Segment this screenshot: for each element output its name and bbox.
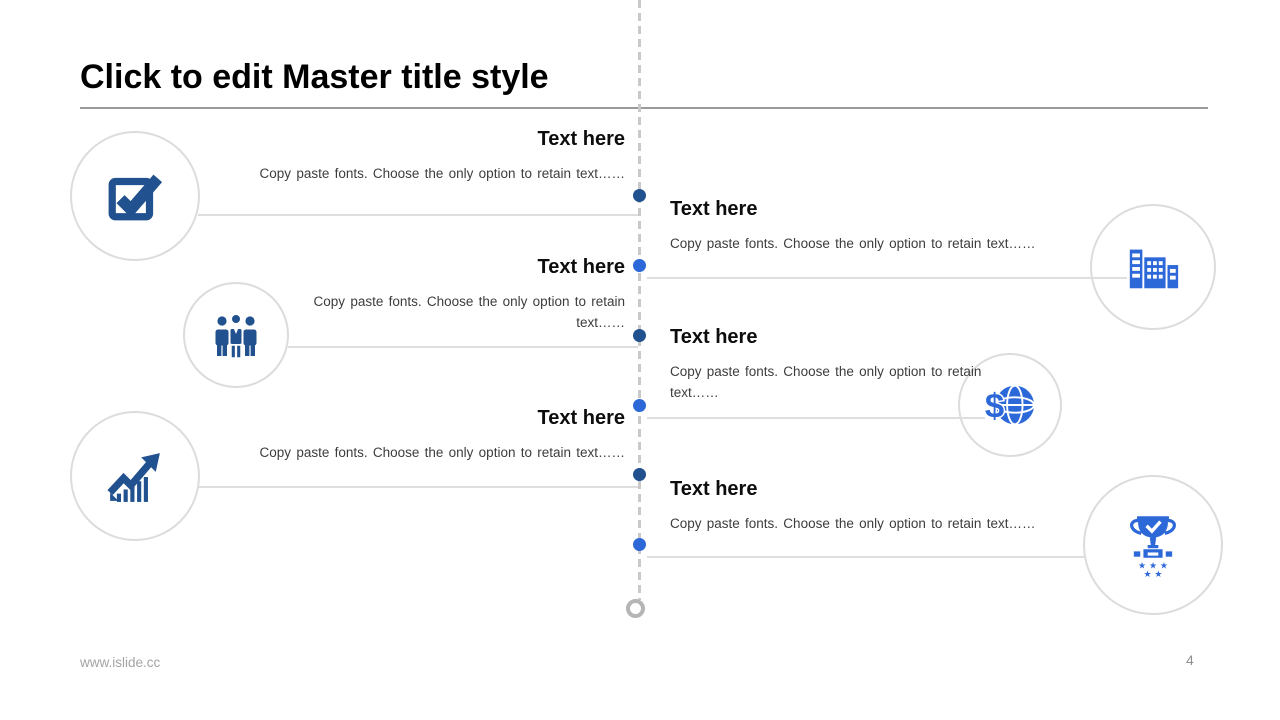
timeline-dot-3 [633,329,646,342]
timeline-dot-6 [633,538,646,551]
item-body: Copy paste fonts. Choose the only option… [259,445,625,460]
slide-title: Click to edit Master title style [80,58,549,96]
timeline-dot-4 [633,399,646,412]
timeline-item-4: Text here Copy paste fonts. Choose the o… [670,325,982,403]
title-underline [80,107,1208,109]
page-number: 4 [1186,652,1194,668]
item-heading: Text here [537,407,625,429]
item-heading: Text here [537,128,625,150]
growth-chart-icon [107,453,160,502]
item-heading: Text here [670,198,758,220]
check-square-icon [108,174,163,221]
icon-circle [70,411,200,541]
footer-website-link[interactable]: www.islide.cc [80,655,161,670]
timeline-dot-1 [633,189,646,202]
trophy-icon: ★ ★ ★ ★ ★ [1130,516,1176,578]
timeline-item-3: Text here Copy paste fonts. Choose the o… [313,255,625,333]
item-heading: Text here [670,478,758,500]
connector-line [198,486,638,488]
item-body: Copy paste fonts. Choose the only option… [259,166,625,181]
building-icon [1129,249,1179,289]
team-icon [215,313,257,359]
item-body: Copy paste fonts. Choose the only option… [670,516,1036,531]
timeline-item-1: Text here Copy paste fonts. Choose the o… [195,127,625,184]
item-heading: Text here [670,326,758,348]
timeline-dot-5 [633,468,646,481]
icon-circle: $ [958,353,1062,457]
timeline-dashed-line [638,0,641,600]
connector-line [288,346,638,348]
svg-text:$: $ [985,388,1004,426]
icon-circle: ★ ★ ★ ★ ★ [1083,475,1223,615]
svg-text:★ ★: ★ ★ [1143,570,1162,578]
connector-line [647,417,985,419]
timeline-dot-2 [633,259,646,272]
timeline-item-6: Text here Copy paste fonts. Choose the o… [670,477,1100,534]
item-body: Copy paste fonts. Choose the only option… [313,294,625,330]
connector-line [647,556,1085,558]
timeline-end-ring [626,599,645,618]
timeline-item-2: Text here Copy paste fonts. Choose the o… [670,197,1100,254]
icon-circle [70,131,200,261]
icon-circle [183,282,289,388]
dollar-globe-icon: $ [983,384,1036,427]
item-body: Copy paste fonts. Choose the only option… [670,236,1036,251]
icon-circle [1090,204,1216,330]
connector-line [647,277,1127,279]
item-heading: Text here [537,256,625,278]
item-body: Copy paste fonts. Choose the only option… [670,364,982,400]
svg-text:★ ★ ★: ★ ★ ★ [1138,561,1168,571]
connector-line [198,214,638,216]
timeline-item-5: Text here Copy paste fonts. Choose the o… [195,406,625,463]
